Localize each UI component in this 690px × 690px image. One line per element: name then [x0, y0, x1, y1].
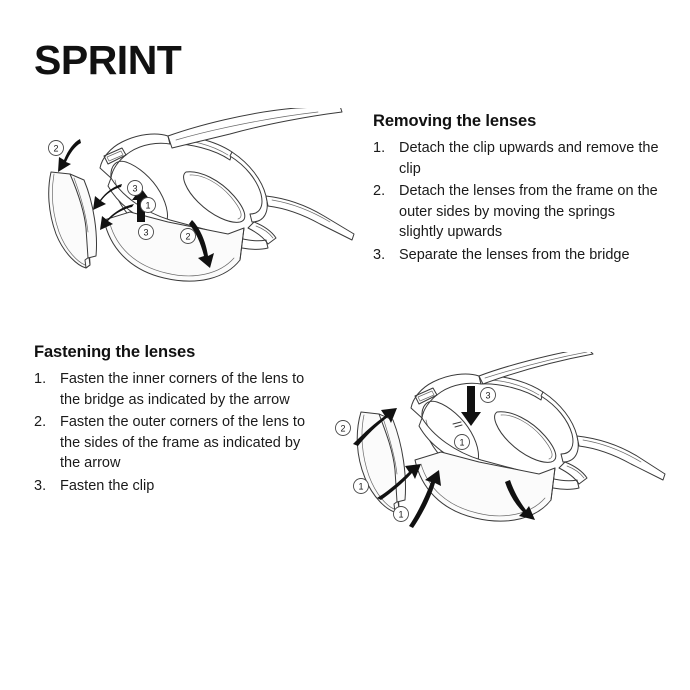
callout-3-top: 3: [480, 387, 496, 403]
callout-2-right: 2: [180, 228, 196, 244]
svg-text:2: 2: [185, 232, 190, 242]
callout-3-lower: 3: [138, 224, 154, 240]
step-text: Separate the lenses from the bridge: [399, 246, 630, 263]
heading-removing-lenses: Removing the lenses: [373, 112, 537, 130]
callout-2-left: 2: [335, 420, 351, 436]
step-number: 2.: [373, 183, 386, 199]
step-item: 3. Fasten the clip: [34, 476, 319, 497]
heading-fastening-lenses: Fastening the lenses: [34, 343, 196, 361]
step-text: Fasten the inner corners of the lens to …: [60, 371, 305, 408]
step-item: 1. Detach the clip upwards and remove th…: [373, 138, 663, 179]
callout-3-upper: 3: [127, 180, 143, 196]
step-item: 2. Detach the lenses from the frame on t…: [373, 181, 663, 243]
step-number: 1.: [373, 140, 386, 156]
callout-1-bridge: 1: [454, 434, 470, 450]
svg-text:3: 3: [143, 228, 148, 238]
step-text: Detach the clip upwards and remove the c…: [399, 140, 659, 177]
callout-1-center: 1: [140, 197, 156, 213]
svg-text:2: 2: [53, 144, 58, 154]
page-title: SPRINT: [34, 37, 182, 83]
section-fastening-lenses: Fastening the lenses 1. Fasten the inner…: [34, 343, 319, 498]
step-item: 2. Fasten the outer corners of the lens …: [34, 412, 319, 474]
svg-text:1: 1: [358, 482, 363, 492]
step-text: Fasten the clip: [60, 477, 155, 494]
exploded-sunglasses-diagram-removing: 2 3 3 1 2: [48, 105, 355, 282]
svg-text:2: 2: [340, 424, 345, 434]
section-removing-lenses: Removing the lenses 1. Detach the clip u…: [373, 112, 663, 267]
illustration-fastening-lenses: 2 3 1 1 1: [325, 347, 670, 537]
svg-text:1: 1: [398, 510, 403, 520]
step-number: 2.: [34, 414, 47, 430]
step-number: 1.: [34, 371, 47, 387]
callout-1-left: 1: [353, 478, 369, 494]
step-item: 1. Fasten the inner corners of the lens …: [34, 369, 319, 410]
illustration-removing-lenses: 2 3 3 1 2: [18, 105, 358, 288]
step-text: Detach the lenses from the frame on the …: [399, 183, 658, 240]
exploded-sunglasses-diagram-fastening: 2 3 1 1 1: [335, 347, 666, 528]
steps-fastening-lenses: 1. Fasten the inner corners of the lens …: [34, 369, 319, 496]
step-number: 3.: [34, 477, 47, 494]
svg-text:3: 3: [485, 391, 490, 401]
svg-text:1: 1: [145, 201, 150, 211]
callout-1-bottom: 1: [393, 506, 409, 522]
step-text: Fasten the outer corners of the lens to …: [60, 414, 306, 471]
svg-text:3: 3: [132, 184, 137, 194]
step-item: 3. Separate the lenses from the bridge: [373, 245, 663, 266]
callout-2-top-left: 2: [48, 140, 64, 156]
svg-text:1: 1: [459, 438, 464, 448]
step-number: 3.: [373, 246, 386, 263]
steps-removing-lenses: 1. Detach the clip upwards and remove th…: [373, 138, 663, 265]
